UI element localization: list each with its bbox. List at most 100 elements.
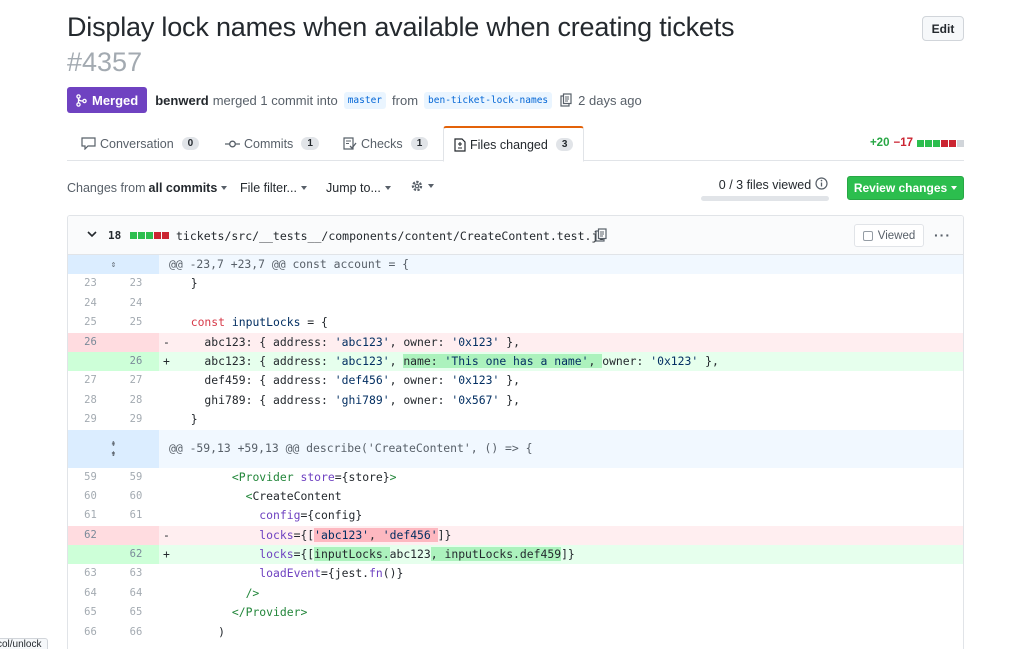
comment-icon [81,137,96,150]
expand-icon[interactable]: ⇞⇟ [68,429,159,468]
line-number [113,525,159,546]
tab-label: Checks [361,136,403,151]
hunk-header: ⇕ @@ -23,7 +23,7 @@ const account = { [68,255,963,275]
code-text: </Provider> [231,605,308,620]
merged-label: Merged [92,92,139,108]
line-number: 66 [129,625,143,638]
line-number: 59 [129,470,143,483]
diff-marker: - [163,527,170,542]
line-number: 28 [84,393,97,406]
additions-count: +20 [869,137,890,149]
code-text: loadEvent={jest.fn()} [259,566,404,581]
line-number: 27 [129,374,143,387]
edit-button[interactable]: Edit [922,16,964,41]
changes-from-dropdown[interactable]: Changes from all commits [67,181,228,195]
pr-meta: Merged benwerd merged 1 commit into mast… [67,87,642,113]
base-branch[interactable]: master [343,91,387,109]
diff-marker [159,391,177,410]
expand-icon[interactable]: ⇕ [68,255,159,275]
diff-marker [159,564,177,583]
tab-conversation[interactable]: Conversation 0 [81,126,200,161]
diff-marker: + [163,547,170,562]
code-text: <Provider store={store}> [231,469,397,484]
tab-commits[interactable]: Commits 1 [225,126,319,161]
diffstat-block [162,232,169,239]
tab-label: Commits [244,136,294,151]
line-number: 60 [84,489,97,502]
diff-marker [159,623,177,642]
diffstat-block [154,232,161,239]
line-number: 28 [129,393,143,406]
line-number: 26 [68,332,113,352]
review-changes-button[interactable]: Review changes [847,176,964,200]
merged-badge: Merged [67,87,148,113]
code-text: abc123: { address: 'abc123', owner: '0x1… [177,334,520,349]
diff-line-added: 26+ abc123: { address: 'abc123', name: '… [68,351,963,372]
diffstat-block [130,232,137,239]
jump-to-dropdown[interactable]: Jump to... [326,181,391,195]
diff-line: 24 24 [68,294,963,313]
code-text: ) [177,624,226,639]
files-toolbar: Changes from all commits File filter... … [67,176,964,201]
diff-marker [159,313,177,332]
files-viewed-text: 0 / 3 files viewed [718,178,812,192]
line-number: 61 [84,509,97,522]
caret-down-icon [221,186,228,190]
file-filter-dropdown[interactable]: File filter... [240,181,307,195]
diff-marker [159,468,177,487]
caret-down-icon [428,184,434,188]
line-number: 24 [129,296,143,309]
pr-tabs: Conversation 0 Commits 1 Checks 1 Files … [67,126,964,162]
settings-dropdown[interactable] [410,179,434,193]
line-number: 25 [84,316,97,329]
diff-line: 66 66 ) [68,623,963,642]
hunk-header: ⇞⇟ @@ -59,13 +59,13 @@ describe('CreateC… [68,429,963,468]
tab-files-changed[interactable]: Files changed 3 [443,126,585,162]
tab-count: 3 [555,138,574,151]
file-path[interactable]: tickets/src/__tests__/components/content… [176,229,606,243]
line-number: 64 [84,586,97,599]
diff-marker [159,294,177,313]
line-number: 66 [84,625,97,638]
author-link[interactable]: benwerd [155,92,209,108]
diff-marker [159,487,177,506]
code-text: } [177,412,198,427]
more-options-icon[interactable]: ··· [934,227,951,243]
tab-checks[interactable]: Checks 1 [343,126,429,161]
file-header: 18 tickets/src/__tests__/components/cont… [68,216,963,255]
clipboard-icon[interactable] [560,93,572,107]
diff-table: ⇕ @@ -23,7 +23,7 @@ const account = { 23… [68,255,963,642]
gear-icon [411,180,423,192]
caret-down-icon [384,186,391,190]
diff-line-added: 62+ locks={[inputLocks.abc123, inputLock… [68,545,963,565]
diff-marker: - [163,334,170,349]
merged-time: 2 days ago [578,92,642,108]
pr-diffstat: +20 −17 [870,137,964,149]
code-text: ghi789: { address: 'ghi789', owner: '0x5… [177,392,520,407]
line-number: 60 [129,489,143,502]
status-tooltip: col/unlock [0,638,49,649]
info-icon[interactable] [815,177,828,190]
clipboard-icon[interactable] [595,228,607,242]
head-branch[interactable]: ben-ticket-lock-names [424,91,553,109]
file-change-count: 18 [108,229,122,242]
code-text: @@ -59,13 +59,13 @@ describe('CreateCont… [169,440,533,455]
chevron-down-icon[interactable] [87,229,97,239]
diff-marker [159,371,177,390]
line-number: 62 [113,545,159,565]
diffstat-block [933,139,940,147]
line-number: 23 [84,277,97,290]
commit-icon [225,140,240,147]
line-number: 24 [84,296,97,309]
diff-marker [159,506,177,525]
line-number: 65 [84,606,97,619]
line-number: 25 [129,316,143,329]
line-number: 29 [129,413,143,426]
viewed-checkbox[interactable]: Viewed [854,224,924,247]
line-number [68,545,113,565]
